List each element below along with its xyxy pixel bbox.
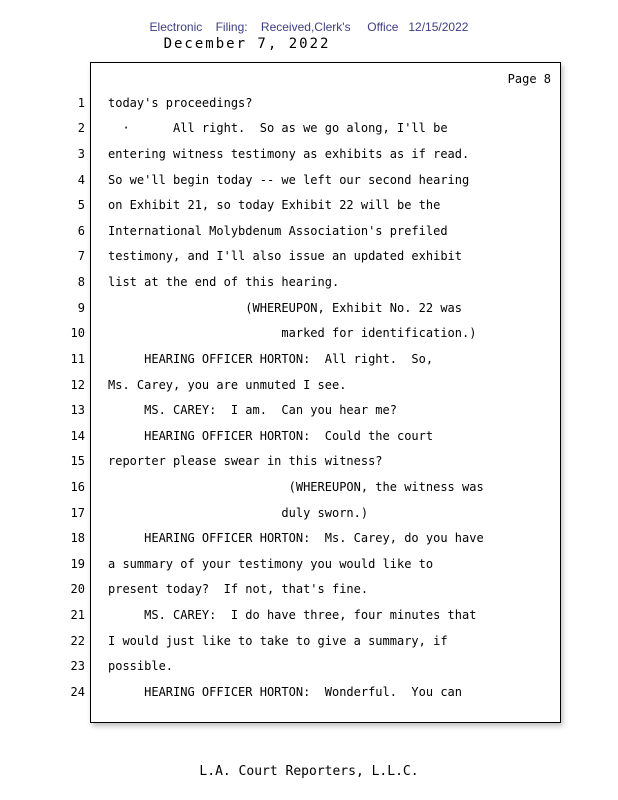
line-number: 8 — [77, 275, 85, 290]
line-number: 24 — [70, 684, 85, 699]
line-text: Ms. Carey, you are unmuted I see. — [108, 377, 347, 392]
line-text: marked for identification.) — [108, 326, 477, 341]
line-number: 2 — [77, 121, 85, 136]
transcript-line: 14 HEARING OFFICER HORTON: Could the cou… — [40, 423, 580, 449]
line-text: HEARING OFFICER HORTON: All right. So, — [108, 351, 434, 366]
transcript-line: 8 list at the end of this hearing. — [40, 269, 580, 295]
transcript-line: 12 Ms. Carey, you are unmuted I see. — [40, 372, 580, 398]
line-text: list at the end of this hearing. — [108, 275, 340, 290]
transcript-lines: 1 today's proceedings? 2 · All right. So a… — [40, 90, 580, 705]
line-text: testimony, and I'll also issue an update… — [108, 249, 463, 264]
page-number-label: Page 8 — [507, 72, 551, 86]
transcript-line: 9 (WHEREUPON, Exhibit No. 22 was — [40, 295, 580, 321]
line-number: 22 — [70, 633, 85, 648]
transcript-line: 21 MS. CAREY: I do have three, four minu… — [40, 602, 580, 628]
line-number: 10 — [70, 326, 85, 341]
line-text: entering witness testimony as exhibits a… — [108, 147, 470, 162]
line-text: reporter please swear in this witness? — [108, 454, 383, 469]
transcript-line: 4 So we'll begin today -- we left our sec… — [40, 167, 580, 193]
reporter-company: L.A. Court Reporters, L.L.C. — [199, 764, 419, 779]
transcript-line: 17 duly sworn.) — [40, 500, 580, 526]
transcript-line: 13 MS. CAREY: I am. Can you hear me? — [40, 397, 580, 423]
transcript-line: 22 I would just like to take to give a su… — [40, 628, 580, 654]
line-text: possible. — [108, 659, 174, 674]
line-text: on Exhibit 21, so today Exhibit 22 will … — [108, 198, 441, 213]
transcript-line: 1 today's proceedings? — [40, 90, 580, 116]
line-text: · All right. So as we go along, I'll be — [108, 121, 448, 136]
line-number: 16 — [70, 479, 85, 494]
transcript-line: 2 · All right. So as we go along, I'll b… — [40, 116, 580, 142]
line-number: 7 — [77, 249, 85, 264]
line-text: (WHEREUPON, Exhibit No. 22 was — [108, 300, 463, 315]
line-number: 3 — [77, 147, 85, 162]
line-text: duly sworn.) — [108, 505, 369, 520]
transcript-line: 24 HEARING OFFICER HORTON: Wonderful. Yo… — [40, 679, 580, 705]
page-footer: L.A. Court Reporters, L.L.C. 312-419-929… — [0, 732, 618, 800]
line-text: HEARING OFFICER HORTON: Ms. Carey, do yo… — [108, 531, 484, 546]
line-number: 11 — [70, 351, 85, 366]
line-text: today's proceedings? — [108, 95, 253, 110]
line-text: International Molybdenum Association's p… — [108, 223, 448, 238]
line-number: 12 — [70, 377, 85, 392]
transcript-line: 23 possible. — [40, 653, 580, 679]
line-number: 20 — [70, 582, 85, 597]
line-number: 17 — [70, 505, 85, 520]
transcript-line: 18 HEARING OFFICER HORTON: Ms. Carey, do… — [40, 525, 580, 551]
line-text: I would just like to take to give a summ… — [108, 633, 448, 648]
transcript-line: 10 marked for identification.) — [40, 320, 580, 346]
transcript-line: 15 reporter please swear in this witness? — [40, 449, 580, 475]
line-number: 6 — [77, 223, 85, 238]
line-text: MS. CAREY: I am. Can you hear me? — [108, 403, 397, 418]
transcript-line: 11 HEARING OFFICER HORTON: All right. So… — [40, 346, 580, 372]
line-number: 14 — [70, 428, 85, 443]
line-number: 4 — [77, 172, 85, 187]
line-number: 21 — [70, 607, 85, 622]
line-number: 13 — [70, 403, 85, 418]
efiling-stamp: Electronic Filing: Received,Clerk's Offi… — [149, 20, 469, 34]
line-text: present today? If not, that's fine. — [108, 582, 369, 597]
line-number: 9 — [77, 300, 85, 315]
transcript-line: 3 entering witness testimony as exhibits … — [40, 141, 580, 167]
line-number: 1 — [77, 95, 85, 110]
line-text: HEARING OFFICER HORTON: Could the court — [108, 428, 434, 443]
transcript-line: 5 on Exhibit 21, so today Exhibit 22 will… — [40, 192, 580, 218]
line-number: 23 — [70, 659, 85, 674]
line-number: 18 — [70, 531, 85, 546]
line-number: 15 — [70, 454, 85, 469]
hearing-date: December 7, 2022 — [163, 36, 331, 52]
line-text: MS. CAREY: I do have three, four minutes… — [108, 607, 477, 622]
line-number: 19 — [70, 556, 85, 571]
transcript-line: 16 (WHEREUPON, the witness was — [40, 474, 580, 500]
transcript-line: 19 a summary of your testimony you would … — [40, 551, 580, 577]
transcript-line: 7 testimony, and I'll also issue an updat… — [40, 244, 580, 270]
transcript-line: 6 International Molybdenum Association's … — [40, 218, 580, 244]
line-text: a summary of your testimony you would li… — [108, 556, 434, 571]
line-text: HEARING OFFICER HORTON: Wonderful. You c… — [108, 684, 463, 699]
line-text: So we'll begin today -- we left our seco… — [108, 172, 470, 187]
line-number: 5 — [77, 198, 85, 213]
transcript-box: Page 8 — [90, 62, 561, 723]
transcript-line: 20 present today? If not, that's fine. — [40, 577, 580, 603]
line-text: (WHEREUPON, the witness was — [108, 479, 484, 494]
